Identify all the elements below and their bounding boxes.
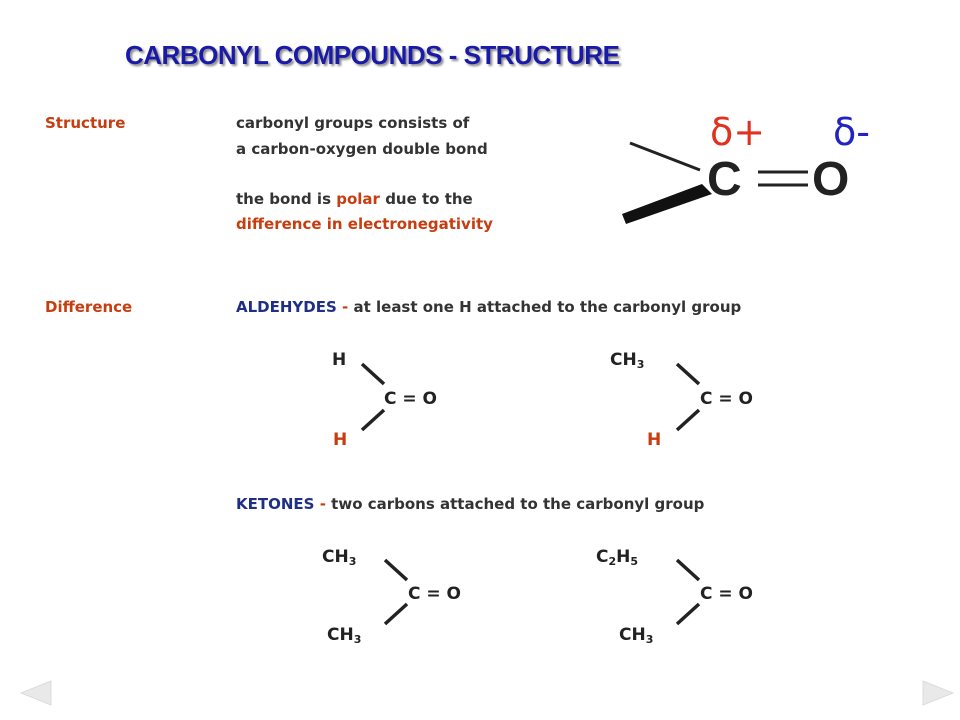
ketones-description: two carbons attached to the carbonyl gro… (331, 495, 705, 513)
ketone1-upper-bond (383, 558, 409, 582)
single-bond-line (629, 141, 701, 172)
ketone2-bottom-sub: 3 (645, 633, 654, 646)
delta-minus: δ- (833, 110, 870, 154)
aldehydes-description: at least one H attached to the carbonyl … (353, 298, 742, 316)
ketone1-bottom-sub: 3 (353, 633, 362, 646)
ketone1-carbonyl: C = O (408, 584, 462, 604)
aldehyde1-upper-bond (360, 362, 386, 386)
ketone1-bottom-main: CH (327, 625, 354, 645)
ketone1-lower-bond (383, 602, 409, 626)
ketone2-top-sub1: 2 (608, 555, 617, 568)
bond-text-pre: the bond is (236, 190, 331, 208)
next-slide-arrow-icon[interactable] (918, 678, 958, 708)
ketone1-top-sub: 3 (348, 555, 357, 568)
oxygen-atom: O (812, 153, 850, 206)
ketones-keyword: KETONES (236, 495, 315, 513)
aldehydes-separator: - (342, 298, 349, 316)
structure-line-2: a carbon-oxygen double bond (236, 140, 488, 158)
bond-text-post: due to the (385, 190, 473, 208)
ketones-separator: - (319, 495, 326, 513)
ketone2-lower-bond (675, 602, 701, 626)
ketone2-bottom-group: CH3 (619, 625, 653, 645)
ketone1-top-main: CH (322, 547, 349, 567)
ketone2-top-h: H (616, 547, 631, 567)
ketone2-top-group: C2H5 (596, 547, 638, 567)
aldehydes-keyword: ALDEHYDES (236, 298, 337, 316)
aldehyde2-bottom-h: H (647, 430, 662, 450)
aldehyde1-lower-bond (360, 408, 386, 432)
aldehyde2-carbonyl: C = O (700, 389, 754, 409)
previous-slide-arrow-icon[interactable] (16, 678, 56, 708)
delta-plus: δ+ (710, 110, 766, 154)
ketone2-top-sub2: 5 (630, 555, 639, 568)
aldehyde2-upper-bond (675, 362, 701, 386)
structure-line-1: carbonyl groups consists of (236, 114, 470, 132)
aldehyde1-carbonyl: C = O (384, 389, 438, 409)
polar-word: polar (336, 190, 380, 208)
structure-line-4: difference in electronegativity (236, 215, 493, 233)
ketone2-carbonyl: C = O (700, 584, 754, 604)
difference-label: Difference (45, 298, 133, 316)
structure-line-3: the bond is polar due to the (236, 190, 473, 208)
wedge-bond (622, 184, 712, 224)
ketone1-top-group: CH3 (322, 547, 356, 567)
ketone2-upper-bond (675, 558, 701, 582)
carbon-atom: C (707, 153, 742, 206)
aldehyde1-bottom-h: H (333, 430, 348, 450)
aldehyde2-lower-bond (675, 408, 701, 432)
ketone1-bottom-group: CH3 (327, 625, 361, 645)
ketone2-bottom-main: CH (619, 625, 646, 645)
ketone2-top-c: C (596, 547, 609, 567)
aldehyde1-top-h: H (332, 350, 347, 370)
aldehyde2-top-main: CH (610, 350, 637, 370)
aldehyde2-top-sub: 3 (636, 358, 645, 371)
page-title: CARBONYL COMPOUNDS - STRUCTURE (125, 40, 620, 70)
aldehyde2-top-group: CH3 (610, 350, 644, 370)
ketones-definition: KETONES - two carbons attached to the ca… (236, 495, 704, 513)
aldehydes-definition: ALDEHYDES - at least one H attached to t… (236, 298, 741, 316)
structure-label: Structure (45, 114, 126, 132)
